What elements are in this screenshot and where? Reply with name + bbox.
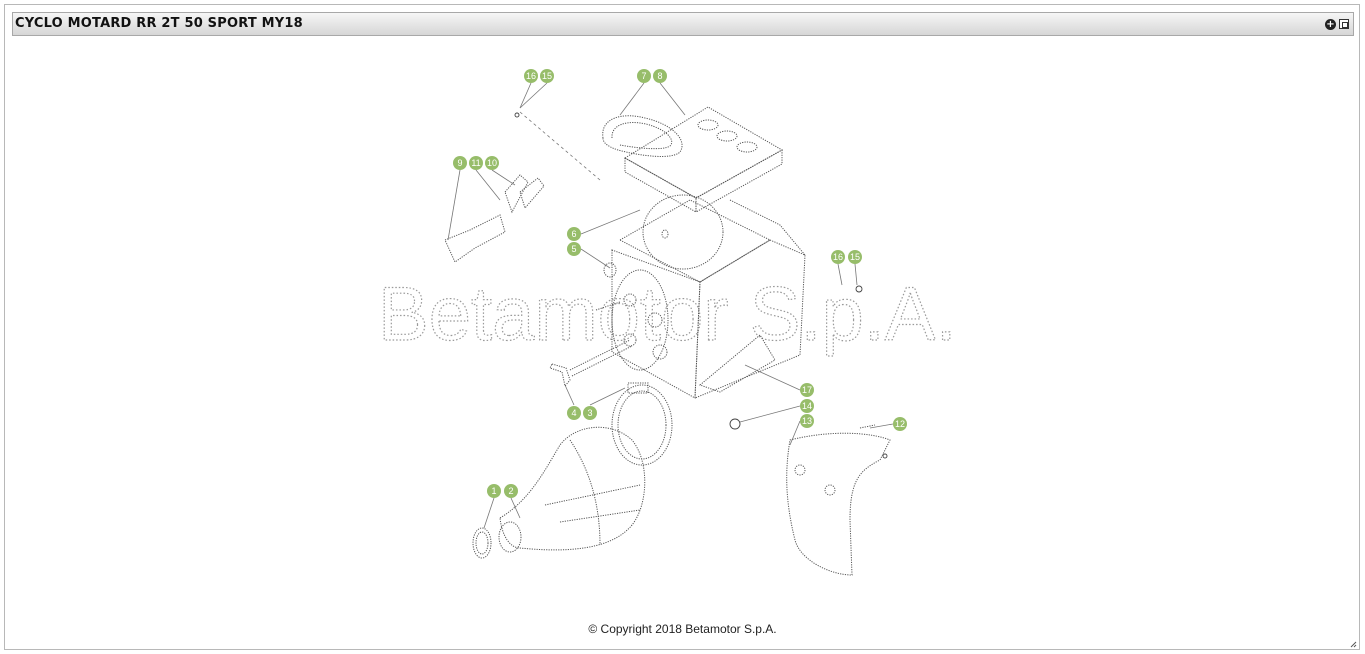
svg-text:2: 2 [508, 486, 513, 496]
hose-clamp-small [472, 527, 492, 559]
callout-2[interactable]: 2 [504, 484, 518, 498]
watermark-text: Betamotor S.p.A. [378, 272, 957, 357]
callout-3[interactable]: 3 [583, 406, 597, 420]
callout-5[interactable]: 5 [567, 242, 581, 256]
resize-grip-icon[interactable] [1350, 641, 1357, 648]
airbox-body [611, 199, 806, 399]
callout-12[interactable]: 12 [893, 417, 907, 431]
panel-titlebar: CYCLO MOTARD RR 2T 50 SPORT MY18 + [12, 12, 1354, 36]
svg-text:3: 3 [587, 408, 592, 418]
svg-text:17: 17 [802, 385, 812, 395]
panel-title: CYCLO MOTARD RR 2T 50 SPORT MY18 [15, 16, 303, 31]
popout-icon[interactable] [1339, 19, 1349, 29]
svg-text:1: 1 [491, 486, 496, 496]
callout-16-right[interactable]: 16 [831, 250, 845, 264]
callout-14[interactable]: 14 [800, 399, 814, 413]
small-screws [514, 112, 888, 459]
callout-7[interactable]: 7 [637, 69, 651, 83]
callout-11[interactable]: 11 [469, 156, 483, 170]
svg-text:13: 13 [802, 416, 812, 426]
callout-9[interactable]: 9 [453, 156, 467, 170]
svg-text:6: 6 [571, 229, 576, 239]
wing-bolt [549, 339, 633, 388]
callout-15-right[interactable]: 15 [848, 250, 862, 264]
callout-13[interactable]: 13 [800, 414, 814, 428]
svg-text:12: 12 [895, 419, 905, 429]
callout-8[interactable]: 8 [653, 69, 667, 83]
svg-text:8: 8 [657, 71, 662, 81]
hose-clamp-large [611, 382, 673, 466]
svg-text:10: 10 [487, 158, 497, 168]
breather-fitting [444, 174, 545, 263]
titlebar-actions: + [1325, 19, 1349, 31]
side-cover [786, 424, 891, 576]
callout-17[interactable]: 17 [800, 383, 814, 397]
svg-text:16: 16 [526, 71, 536, 81]
intake-boot [498, 426, 646, 553]
svg-text:15: 15 [542, 71, 552, 81]
svg-text:11: 11 [471, 158, 480, 168]
svg-text:7: 7 [641, 71, 646, 81]
intake-flange [595, 262, 669, 371]
airbox-lid [624, 106, 784, 213]
callout-4[interactable]: 4 [567, 406, 581, 420]
callout-6[interactable]: 6 [567, 227, 581, 241]
svg-text:16: 16 [833, 252, 843, 262]
svg-text:14: 14 [802, 401, 812, 411]
svg-text:9: 9 [457, 158, 462, 168]
svg-text:5: 5 [571, 244, 576, 254]
lid-seal [602, 115, 683, 157]
air-filter [642, 194, 724, 270]
leader-lines [447, 82, 894, 529]
callout-16-top[interactable]: 16 [524, 69, 538, 83]
copyright-text: © Copyright 2018 Betamotor S.p.A. [588, 622, 777, 636]
svg-text:15: 15 [850, 252, 860, 262]
svg-text:4: 4 [571, 408, 576, 418]
callout-10[interactable]: 10 [485, 156, 499, 170]
callout-15-top[interactable]: 15 [540, 69, 554, 83]
callout-1[interactable]: 1 [487, 484, 501, 498]
plus-circle-icon[interactable]: + [1325, 19, 1336, 30]
